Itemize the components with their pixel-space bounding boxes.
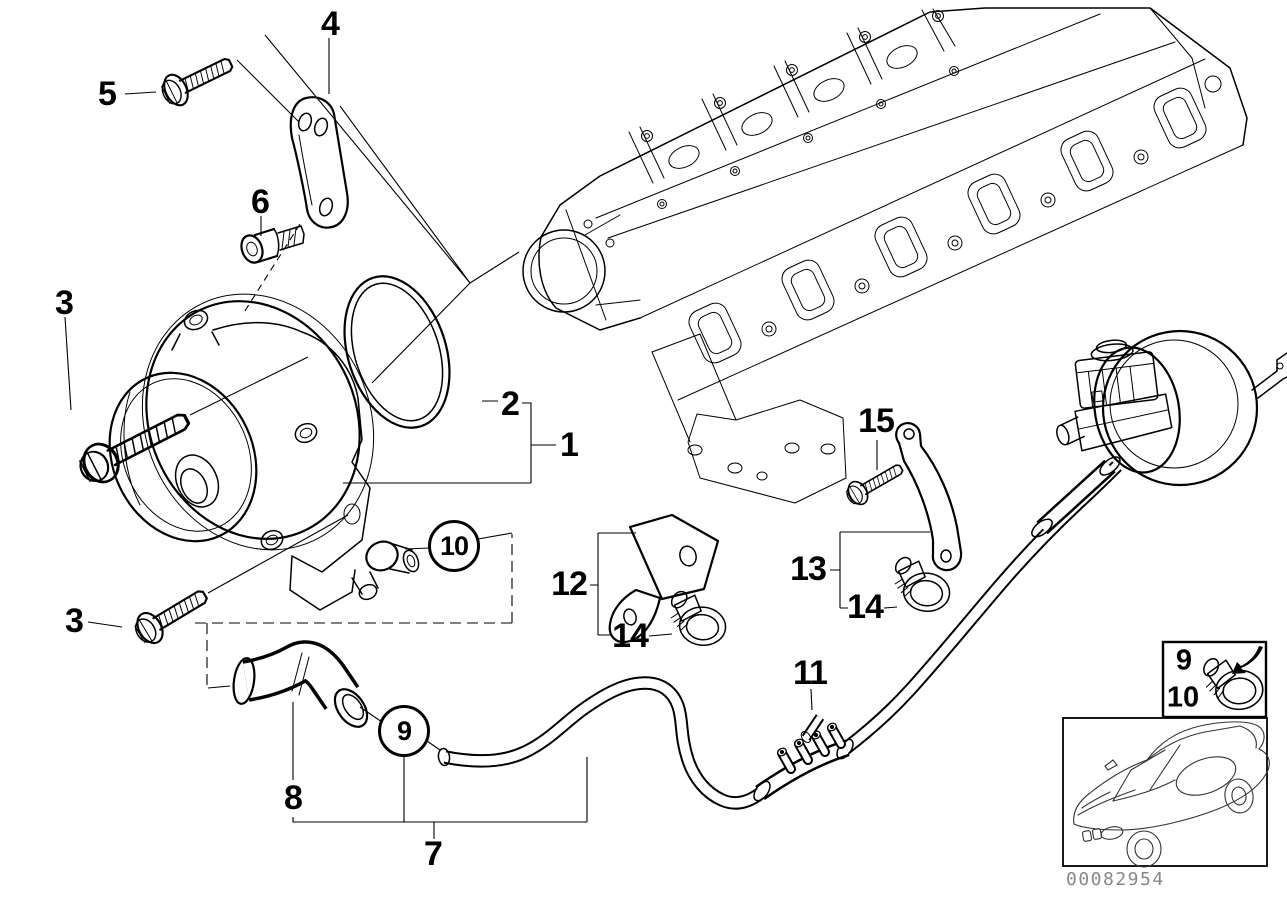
vacuum-pump-drawing	[108, 293, 420, 611]
callout-13[interactable]: 13	[790, 550, 827, 588]
bracket-13-drawing	[895, 422, 963, 572]
bolt-6-drawing	[240, 225, 305, 264]
bracket-12-drawing	[608, 513, 720, 644]
callout-14-right[interactable]: 14	[847, 588, 884, 626]
callout-7[interactable]: 7	[424, 835, 443, 873]
elbow-hose-drawing	[232, 640, 369, 728]
bolt-15-drawing	[841, 456, 909, 510]
image-code: 00082954	[1066, 869, 1165, 890]
legend-clamp-icon	[1199, 646, 1265, 713]
bolt-5-drawing	[155, 47, 239, 112]
car-drawing	[1073, 721, 1270, 868]
callout-1[interactable]: 1	[560, 426, 579, 464]
callout-5[interactable]: 5	[98, 75, 117, 113]
bracket-4-drawing	[289, 96, 349, 229]
engine-cylinder-head-drawing	[522, 7, 1248, 504]
callout-9[interactable]: 9	[378, 705, 430, 757]
legend-9[interactable]: 9	[1175, 644, 1193, 677]
o-ring-drawing	[343, 275, 451, 429]
car-thumbnail-box	[1062, 717, 1270, 868]
hose-clamp-left-drawing	[663, 586, 730, 649]
branch-connector-drawing	[753, 722, 854, 802]
bolt-3-lower-drawing	[128, 580, 215, 651]
bolt-3-upper-drawing	[71, 400, 197, 492]
vent-plug-drawing	[800, 714, 825, 743]
callout-2[interactable]: 2	[501, 385, 520, 423]
leader-lines	[64, 34, 930, 839]
callout-8[interactable]: 8	[284, 779, 303, 817]
callout-12[interactable]: 12	[551, 565, 588, 603]
callout-14-left[interactable]: 14	[612, 617, 649, 655]
vacuum-hose-drawing	[437, 456, 1122, 810]
callout-10[interactable]: 10	[428, 520, 480, 572]
legend-10[interactable]: 10	[1166, 681, 1200, 714]
legend-clamp-box	[1161, 640, 1268, 719]
dashed-assembly-lines	[195, 223, 513, 689]
callout-11[interactable]: 11	[793, 654, 828, 692]
callout-4[interactable]: 4	[321, 5, 340, 43]
hose-clamp-right-drawing	[887, 552, 954, 615]
callout-6[interactable]: 6	[251, 183, 270, 221]
callout-3-lower[interactable]: 3	[65, 602, 84, 640]
callout-15[interactable]: 15	[858, 402, 895, 440]
brake-booster-drawing	[1056, 329, 1287, 487]
callout-3-upper[interactable]: 3	[55, 284, 74, 322]
